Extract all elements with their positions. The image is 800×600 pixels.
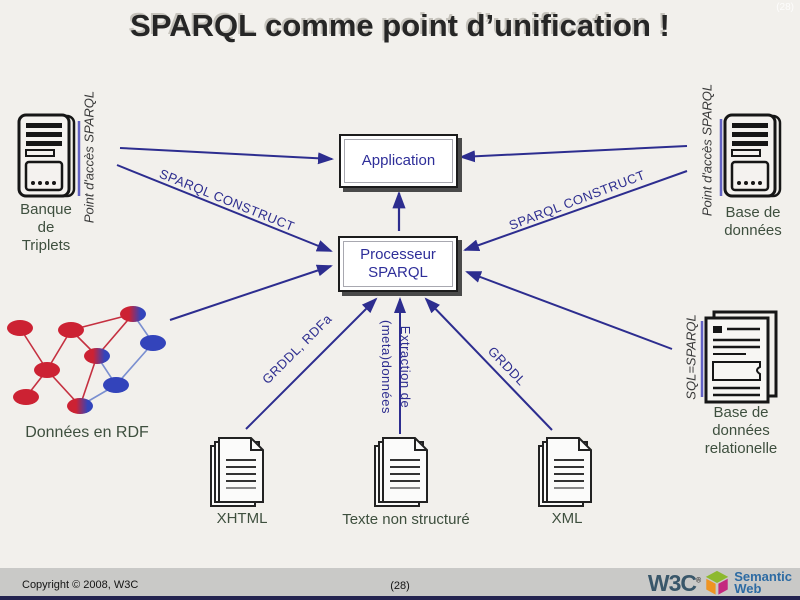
w3c-logo-text: W3C® (647, 569, 701, 597)
footer-page-number: (28) (390, 580, 410, 592)
label-database-line1: Base de (725, 204, 781, 221)
footer-copyright: Copyright © 2008, W3C (22, 579, 139, 591)
label-relational-db: Base de données relationelle (705, 404, 778, 458)
registered-mark: ® (696, 576, 701, 584)
rdf-node (120, 306, 146, 322)
rdf-node (7, 320, 33, 336)
arrow-database-to-processor (463, 170, 688, 251)
label-xml: XML (551, 510, 583, 527)
label-xhtml: XHTML (216, 510, 268, 527)
rdf-node (34, 362, 60, 378)
sparql-processor-label-line2: SPARQL (368, 264, 428, 281)
arrow-relational-to-processor (465, 271, 673, 350)
application-box-label: Application (361, 152, 436, 169)
server-icon-triple-store (17, 113, 76, 198)
relational-db-icon (704, 310, 778, 404)
footer-navy-strip (0, 596, 800, 600)
arrow-label-extraction-line2: (meta)données (379, 320, 394, 414)
arrow-label-extraction-line1: Extraction de (398, 325, 413, 409)
w3c-semantic-web-logo: W3C® Semantic Web (648, 569, 792, 597)
rdf-graph (7, 306, 166, 414)
rdf-node (140, 335, 166, 351)
application-box-inner-border (344, 139, 453, 183)
label-database: Base de données (724, 204, 782, 240)
sparql-processor-box-inner-border (343, 241, 453, 287)
navy-arrows (116, 145, 688, 434)
semantic-web-cube-icon (705, 570, 729, 595)
endpoint-label-database: Point d'accès SPARQL (699, 83, 715, 217)
semantic-web-line2: Web (734, 581, 762, 596)
rdf-graph-nodes (7, 306, 166, 414)
endpoint-lines (77, 119, 723, 397)
label-triple-store-line2: de (37, 219, 55, 236)
rdf-node (58, 322, 84, 338)
sparql-processor-label-line1: Processeur (360, 246, 436, 263)
application-box: Application (339, 134, 458, 188)
rdf-node (103, 377, 129, 393)
label-triple-store: Banque de Triplets (20, 201, 72, 255)
arrow-xhtml-to-processor (245, 297, 378, 430)
label-triple-store-line1: Banque (20, 201, 72, 218)
rdf-node (67, 398, 93, 414)
label-relational-db-line2: données (712, 422, 770, 439)
server-icon-database (723, 113, 782, 198)
label-relational-db-line1: Base de (713, 404, 769, 421)
arrow-rdfdata-to-processor (169, 264, 333, 321)
arrow-triplestore-to-application (119, 147, 334, 165)
document-stack-icon-xml (538, 437, 592, 507)
label-relational-db-line3: relationelle (704, 440, 778, 457)
slide-number-top: (28) (776, 2, 794, 13)
document-stack-icon-xhtml (210, 437, 264, 507)
arrow-database-to-application (459, 145, 688, 163)
rdf-node (84, 348, 110, 364)
arrow-label-extraction: Extraction de (meta)données (377, 320, 415, 414)
w3c-logo-letters: W3C (647, 569, 697, 596)
label-text-doc: Texte non structuré (342, 511, 470, 528)
label-database-line2: données (724, 222, 782, 239)
semantic-web-line1: Semantic (734, 569, 792, 584)
arrow-triplestore-to-processor (116, 164, 333, 252)
semantic-web-logo-text: Semantic Web (734, 569, 792, 596)
endpoint-label-relational: SQL=SPARQL (683, 314, 699, 400)
sparql-processor-box: Processeur SPARQL (338, 236, 458, 292)
arrow-xml-to-processor (424, 297, 553, 431)
slide-title: SPARQL comme point d’unification ! (130, 8, 670, 43)
footer-bar: Copyright © 2008, W3C (28) W3C® Semantic… (0, 568, 800, 600)
label-rdf-data: Données en RDF (25, 424, 149, 441)
endpoint-label-triple-store: Point d'accès SPARQL (81, 90, 97, 224)
label-triple-store-line3: Triplets (21, 237, 71, 254)
rdf-node (13, 389, 39, 405)
document-stack-icon-text (374, 437, 428, 507)
